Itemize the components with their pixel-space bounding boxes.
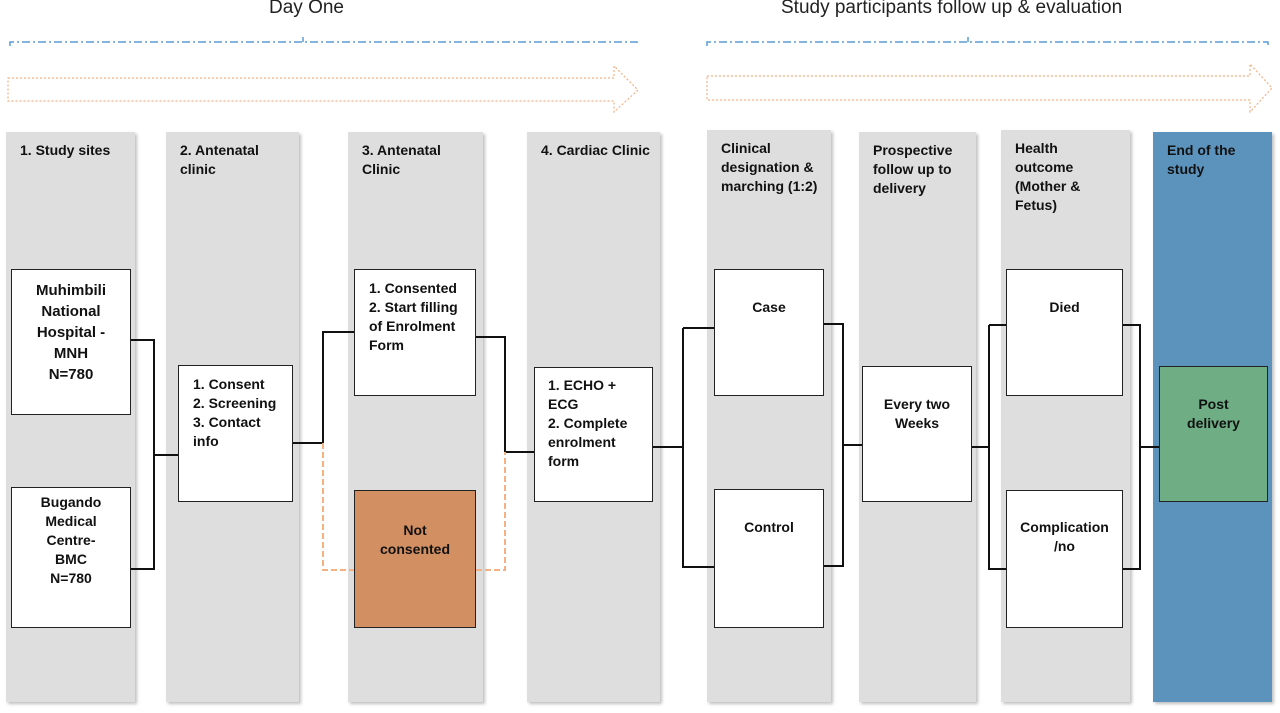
column-header: 2. Antenatal clinic — [180, 142, 259, 177]
box-complication: Complication /no — [1006, 490, 1123, 628]
box-control: Control — [714, 489, 824, 628]
column-header: Prospective follow up to delivery — [873, 142, 953, 196]
connector-consented-to-echo — [476, 336, 534, 453]
box-every-two-weeks: Every two Weeks — [862, 366, 972, 502]
box-consent-screening-contact: 1. Consent 2. Screening 3. Contact info — [178, 365, 293, 502]
box-consented-enrolment: 1. Consented 2. Start filling of Enrolme… — [354, 269, 476, 396]
box-case: Case — [714, 269, 824, 396]
follow-up-arrow — [706, 62, 1273, 114]
column-header: 1. Study sites — [20, 142, 111, 158]
column-header: Clinical designation & marching (1:2) — [721, 140, 818, 194]
day-one-bracket — [9, 37, 638, 46]
column-header: 3. Antenatal Clinic — [362, 142, 441, 177]
column-header: 4. Cardiac Clinic — [541, 142, 650, 158]
box-bugando-medical-centre: Bugando Medical Centre- BMC N=780 — [11, 487, 131, 628]
box-echo-ecg-enrolment: 1. ECHO + ECG 2. Complete enrolment form — [534, 367, 653, 502]
phase-label-day-one: Day One — [269, 0, 344, 18]
column-header: Health outcome (Mother & Fetus) — [1015, 140, 1081, 213]
column-header: End of the study — [1167, 142, 1236, 177]
box-died: Died — [1006, 269, 1123, 396]
box-post-delivery: Post delivery — [1159, 366, 1268, 502]
follow-up-bracket — [706, 37, 1269, 46]
day-one-arrow — [7, 64, 639, 114]
connector-consent-to-consented — [293, 331, 354, 444]
box-muhimbili-national-hospital: Muhimbili National Hospital - MNH N=780 — [11, 269, 131, 415]
phase-label-follow-up: Study participants follow up & evaluatio… — [781, 0, 1123, 18]
box-not-consented: Not consented — [354, 490, 476, 628]
connector-echo-to-designation — [653, 327, 714, 568]
